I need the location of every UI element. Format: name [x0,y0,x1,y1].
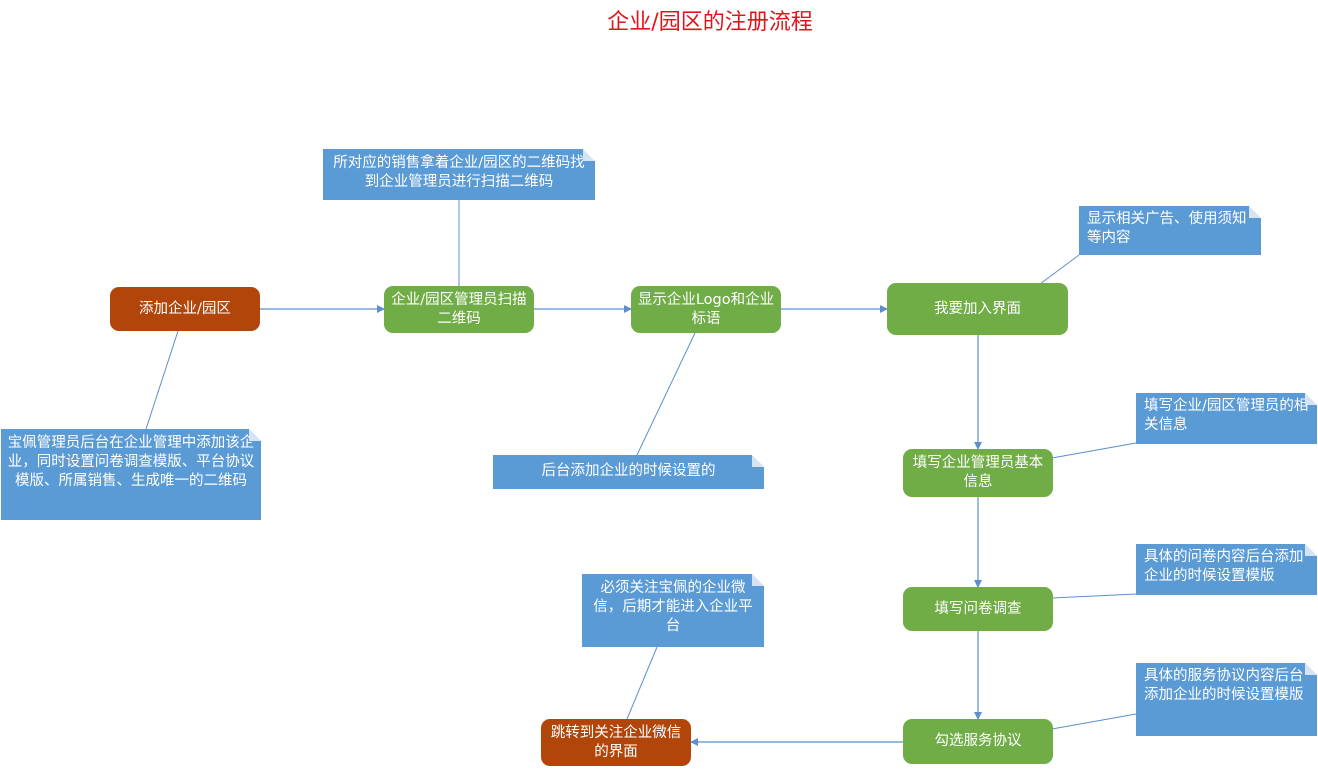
callout-admin-info [1051,442,1137,459]
callout-agreement-template [1051,713,1137,730]
note-agreement-template-text: 具体的服务协议内容后台添加企业的时候设置模版 [1144,668,1304,703]
callout-backend-add [145,330,179,430]
node-fill-survey: 填写问卷调查 [903,587,1053,631]
node-show-logo: 显示企业Logo和企业标语 [631,286,781,333]
callout-follow-wechat [626,646,658,720]
note-sales-qr: 所对应的销售拿着企业/园区的二维码找到企业管理员进行扫描二维码 [323,149,595,200]
node-join-page-label: 我要加入界面 [934,300,1021,317]
note-follow-wechat-text: 必须关注宝佩的企业微信，后期才能进入企业平台 [593,580,753,634]
node-check-agreement: 勾选服务协议 [903,719,1053,764]
node-add-enterprise: 添加企业/园区 [110,287,260,331]
note-fold-corner [583,149,595,161]
note-survey-template: 具体的问卷内容后台添加企业的时候设置模版 [1136,544,1317,595]
node-check-agreement-label: 勾选服务协议 [934,733,1022,749]
note-admin-info-text: 填写企业/园区管理员的相关信息 [1144,398,1309,433]
node-join-page: 我要加入界面 [887,283,1068,335]
note-fold-corner [752,574,764,586]
note-agreement-template: 具体的服务协议内容后台添加企业的时候设置模版 [1136,663,1317,736]
callout-survey-template [1051,593,1137,599]
note-fold-corner [1305,663,1317,675]
node-admin-scan: 企业/园区管理员扫描二维码 [384,286,534,333]
callout-backend-set [636,332,696,456]
note-fold-corner [1305,544,1317,556]
note-backend-set-text: 后台添加企业的时候设置的 [541,463,716,479]
note-sales-qr-text: 所对应的销售拿着企业/园区的二维码找到企业管理员进行扫描二维码 [333,155,585,190]
diagram-title: 企业/园区的注册流程 [607,10,813,35]
note-fold-corner [249,429,261,441]
node-admin-scan-label: 企业/园区管理员扫描二维码 [391,291,527,327]
callout-ads-notice [1039,254,1080,285]
note-backend-add: 宝佩管理员后台在企业管理中添加该企业，同时设置问卷调查模版、平台协议模版、所属销… [1,429,261,520]
note-backend-set: 后台添加企业的时候设置的 [493,455,764,489]
note-ads-notice: 显示相关广告、使用须知等内容 [1079,206,1261,255]
note-follow-wechat: 必须关注宝佩的企业微信，后期才能进入企业平台 [582,574,764,647]
node-add-enterprise-label: 添加企业/园区 [139,300,231,317]
node-fill-basic-info: 填写企业管理员基本信息 [903,449,1053,497]
note-ads-notice-text: 显示相关广告、使用须知等内容 [1087,211,1247,246]
node-jump-wechat: 跳转到关注企业微信的界面 [541,719,691,766]
node-jump-wechat-label: 跳转到关注企业微信的界面 [550,724,682,760]
node-fill-survey-label: 填写问卷调查 [934,600,1022,617]
note-admin-info: 填写企业/园区管理员的相关信息 [1136,393,1317,444]
note-fold-corner [1305,393,1317,405]
node-show-logo-label: 显示企业Logo和企业标语 [637,291,775,327]
note-fold-corner [752,455,764,467]
note-survey-template-text: 具体的问卷内容后台添加企业的时候设置模版 [1144,549,1304,584]
note-fold-corner [1249,206,1261,218]
note-backend-add-text: 宝佩管理员后台在企业管理中添加该企业，同时设置问卷调查模版、平台协议模版、所属销… [7,435,255,489]
node-fill-basic-info-label: 填写企业管理员基本信息 [912,455,1044,490]
